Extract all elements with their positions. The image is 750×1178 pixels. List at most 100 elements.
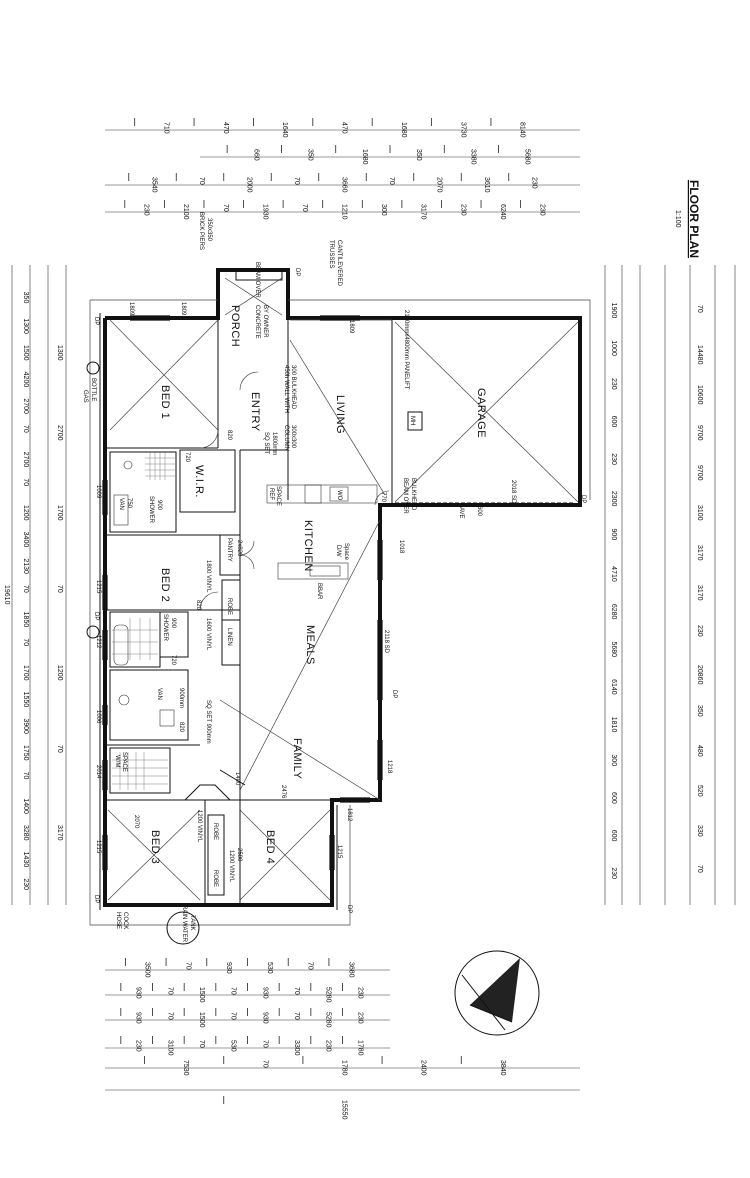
label-w1212: 1212: [95, 635, 101, 649]
dim-top-r1-4: 1680: [400, 122, 407, 138]
label-d820c: 820: [178, 722, 184, 733]
note-gas: GAS: [82, 390, 88, 403]
note-bottle: BOTTLE: [90, 378, 96, 401]
label-dp-2: DP: [93, 612, 99, 620]
label-van750: 750: [126, 498, 132, 509]
dim-top-r2-2: 1680: [361, 149, 368, 165]
dim-left-c2-22: 230: [22, 878, 29, 890]
dim-bot-r5-3: 2400: [420, 1060, 427, 1076]
label-w1215a: 1215: [95, 580, 101, 594]
label-d820a: 820: [226, 430, 232, 441]
dim-top-r3-1: 70: [198, 177, 205, 185]
note-bulkhead-300: 300 BULKHEAD: [290, 365, 296, 410]
label-w1400: 1400: [234, 772, 240, 786]
dim-right-a-15: 230: [610, 867, 617, 879]
dim-top-r3-0: 3540: [151, 177, 158, 193]
label-beam-over-2: BEAM OVER: [402, 478, 408, 514]
dim-right-a-9: 5680: [610, 641, 617, 657]
dim-top-r3-3: 70: [293, 177, 300, 185]
label-v1600: 1600 VINYL: [205, 618, 211, 651]
label-sh900: 900: [156, 500, 162, 511]
note-space: SPACE: [275, 486, 281, 506]
dim-top-r2-4: 3380: [469, 149, 476, 165]
dimension-lines: [11, 129, 736, 1091]
dim-bot-r4-2: 70: [198, 1040, 205, 1048]
dim-right-a-10: 6140: [610, 679, 617, 695]
note-column-size: 300x300: [290, 425, 296, 449]
dim-left-c2-14: 1700: [22, 665, 29, 681]
note-dw: D/W: [335, 545, 341, 557]
dim-right-b-0: 70: [696, 305, 703, 313]
label-bulkhead: BULKHEAD: [410, 478, 416, 511]
room-labels: BED 1 BED 2 BED 3 BED 4 PORCH ENTRY LIVI…: [149, 305, 487, 864]
dim-left-c2-0: 350: [22, 292, 29, 304]
dim-left-c2-8: 1200: [22, 505, 29, 521]
dim-top-r3-8: 230: [531, 177, 538, 189]
note-by-owner: BY OWNER: [262, 305, 268, 338]
note-dw-space: Space: [343, 543, 349, 561]
label-linen: LINEN: [226, 628, 232, 646]
dim-bot-r1-2: 930: [225, 962, 232, 974]
dim-right-a-0: 1900: [610, 303, 617, 319]
dim-bot-r4-5: 3300: [293, 1040, 300, 1056]
dim-bot-r2-1: 70: [166, 987, 173, 995]
dim-left-c2-6: 2700: [22, 452, 29, 468]
label-w1809c: 1809: [348, 320, 354, 334]
dim-top-r2-1: 350: [307, 149, 314, 161]
dim-top-r1-0: 710: [162, 122, 169, 134]
dim-right-a-12: 300: [610, 754, 617, 766]
dim-top-r3-4: 3660: [341, 177, 348, 193]
dim-right-b-8: 230: [696, 625, 703, 637]
dim-bot-r3-3: 70: [230, 1012, 237, 1020]
note-column: COLUMN: [283, 425, 289, 451]
dim-bot-r5-2: 1780: [341, 1060, 348, 1076]
dim-bot-r1-5: 3680: [347, 962, 354, 978]
label-wm: W/M: [114, 755, 120, 767]
dim-right-a-2: 230: [610, 378, 617, 390]
dim-right-a-11: 1810: [610, 717, 617, 733]
label-van-2: VAN: [156, 688, 162, 700]
label-w2580: 2580: [236, 848, 242, 862]
dim-bot-r1-0: 3500: [144, 962, 151, 978]
dim-bot-r4-1: 3100: [166, 1040, 173, 1056]
dim-left-c2-10: 2130: [22, 558, 29, 574]
room-family: FAMILY: [291, 738, 303, 779]
dim-right-a-4: 230: [610, 453, 617, 465]
label-dp-7: DP: [346, 905, 352, 913]
dim-right-b-10: 350: [696, 705, 703, 717]
dim-right-a-7: 4710: [610, 566, 617, 582]
label-cock: COCK: [122, 912, 128, 929]
dim-left-c1-0: 19610: [3, 585, 10, 605]
dim-bot-r4-6: 230: [325, 1040, 332, 1052]
dim-top-r1-5: 3730: [459, 122, 466, 138]
dim-bot-r2-4: 930: [261, 987, 268, 999]
dim-bot-r2-0: 930: [135, 987, 142, 999]
external-walls: [99, 268, 582, 910]
dim-left-c2-13: 70: [22, 638, 29, 646]
dim-bot-r5-0: 7530: [182, 1060, 189, 1076]
dimensions-right: 1900100023060023023009004710628056806140…: [610, 303, 703, 879]
dimensions-left: 1961035013001500420027007027007012003400…: [3, 292, 63, 890]
dim-left-c2-3: 4200: [22, 372, 29, 388]
plan-title: FLOOR PLAN: [687, 180, 701, 258]
label-w1218: 1218: [386, 760, 392, 774]
dim-left-c2-9: 3400: [22, 532, 29, 548]
annotations: CONCRETE BY OWNER BEAM OVER BRICK PIERS …: [82, 212, 586, 943]
label-w1809a: 1809: [128, 302, 134, 316]
dim-left-c3-0: 1300: [56, 345, 63, 361]
room-wir: W.I.R.: [193, 465, 205, 498]
dim-bot-r2-5: 70: [293, 987, 300, 995]
note-sq-set-1800: 1800mm: [271, 432, 277, 455]
label-w1006: 1006: [95, 710, 101, 724]
note-brick-piers-size: 350x350: [206, 218, 212, 242]
dim-top-r4-3: 1930: [261, 204, 268, 220]
dim-bot-r6-0: 15550: [341, 1100, 348, 1120]
label-rain-water: RAIN WATER: [181, 905, 187, 943]
label-tank: TANK: [189, 915, 195, 931]
dim-left-c2-17: 1750: [22, 745, 29, 761]
room-bed-3: BED 3: [149, 830, 161, 864]
dim-left-c2-11: 70: [22, 585, 29, 593]
title-block: FLOOR PLAN 1:100: [674, 180, 701, 258]
dim-right-b-13: 330: [696, 825, 703, 837]
